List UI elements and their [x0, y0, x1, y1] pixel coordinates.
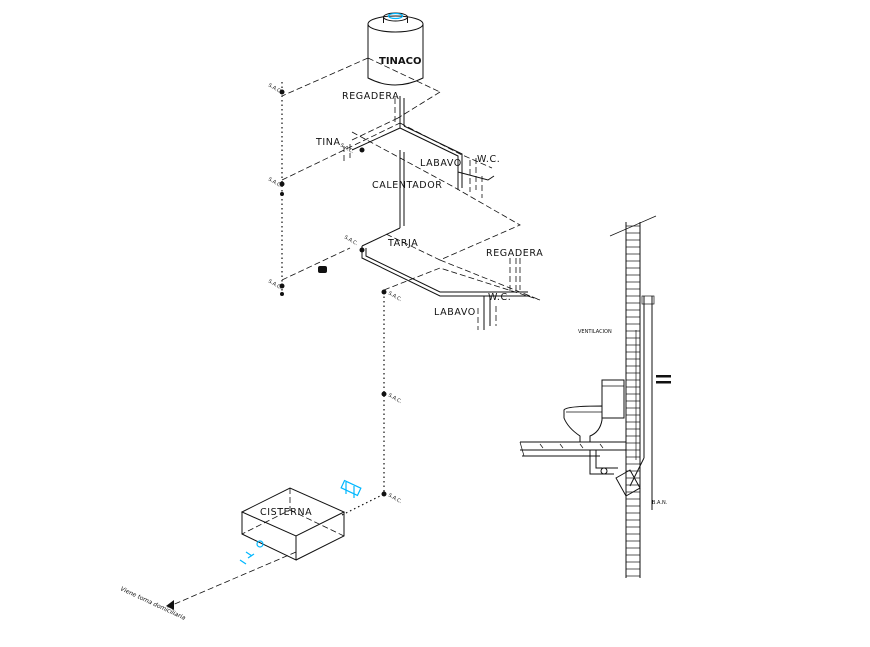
valve-tag: S.A.C.: [343, 235, 359, 248]
drain-pipe: [589, 450, 641, 497]
equals-symbol: [656, 375, 671, 384]
cisterna-box: [240, 487, 346, 561]
ban-label: B.A.N.: [652, 500, 668, 506]
valve-tag: S.A.C.: [267, 177, 283, 190]
wall-section: [609, 215, 657, 578]
pump-icon: [340, 479, 362, 498]
tinaco-label: TINACO: [379, 56, 422, 67]
tinaco-tank: [367, 12, 424, 86]
labavo-bottom-label: LABAVO: [434, 307, 476, 318]
toilet-icon: [563, 379, 625, 443]
labavo-top-label: LABAVO: [420, 158, 462, 169]
valve-markers-left: [279, 89, 387, 497]
fixture-drops: [343, 98, 521, 330]
wc-top-label: W.C.: [477, 154, 500, 165]
regadera-bottom-label: REGADERA: [486, 248, 543, 259]
vent-pipe: [629, 295, 655, 510]
viene-toma-label: Viene toma domiciliaria: [119, 585, 187, 622]
ventilacion-label: VENTILACION: [578, 329, 612, 335]
valve-tag: S.A.C.: [387, 393, 403, 406]
riser-cisterna: [339, 292, 385, 517]
regadera-top-label: REGADERA: [342, 91, 399, 102]
supply-arrow-icon: [166, 600, 174, 610]
meter-icon: [239, 540, 264, 565]
tarja-label: TARJA: [387, 238, 418, 249]
distribution-lines: [281, 57, 541, 301]
supply-line: [169, 551, 297, 607]
calentador-label: CALENTADOR: [372, 180, 443, 191]
cisterna-label: CISTERNA: [260, 507, 312, 518]
tina-label: TINA: [315, 137, 341, 148]
valve-tag: S.A.C.: [267, 83, 283, 96]
valve-tag: S.A.C.: [387, 493, 403, 506]
valve-tag: S.A.C.: [387, 291, 403, 304]
wc-bottom-label: W.C.: [488, 292, 511, 303]
valve-tag: S.A.C.: [267, 279, 283, 292]
floor-slab: [519, 441, 626, 457]
valve-tag: S.A.C.: [339, 143, 355, 156]
